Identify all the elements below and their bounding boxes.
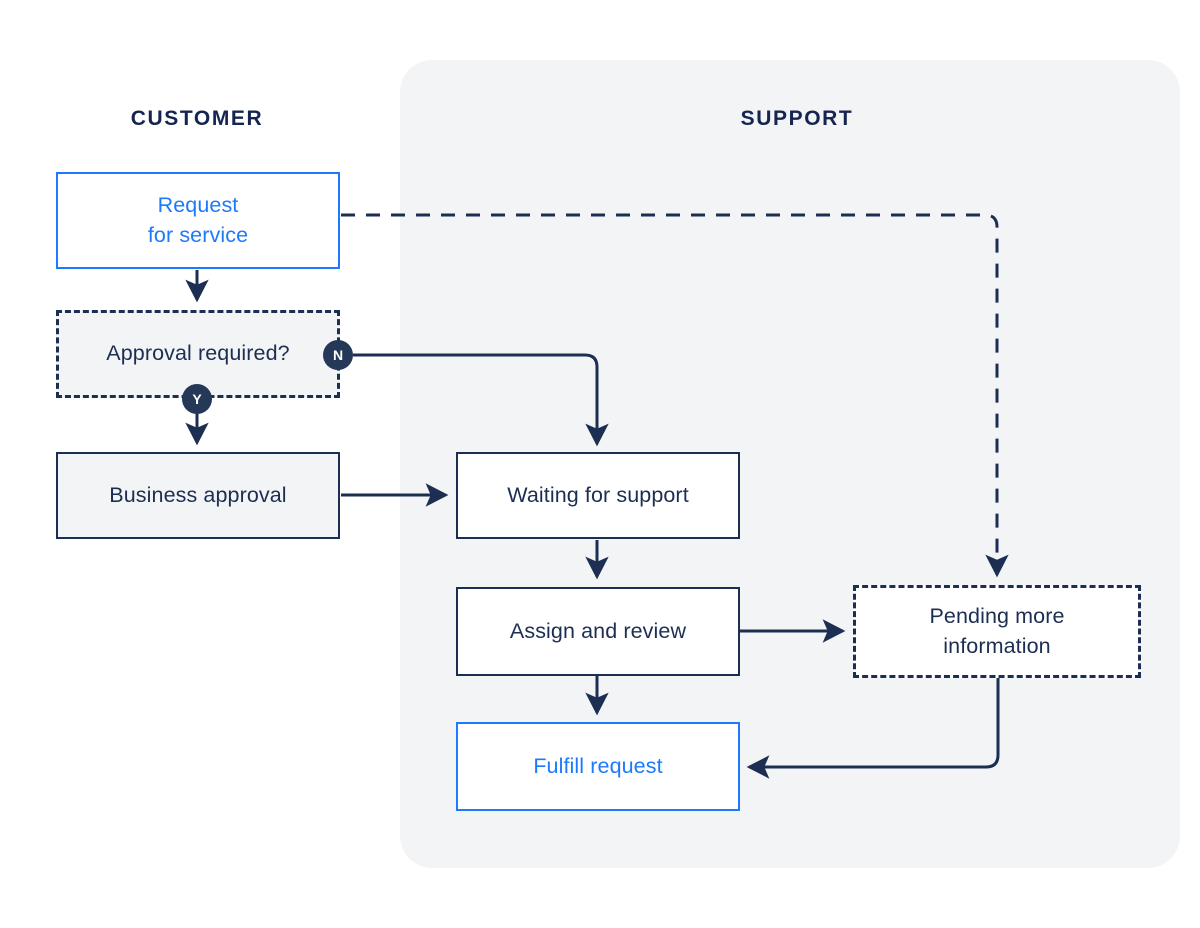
node-pending-more-information-line1: Pending more — [929, 604, 1065, 629]
edge-pending-to-fulfill — [746, 678, 1000, 779]
node-pending-more-information-line2: information — [943, 633, 1051, 658]
node-waiting-for-support[interactable]: Waiting for support — [456, 452, 740, 539]
node-business-approval[interactable]: Business approval — [56, 452, 340, 539]
node-assign-and-review[interactable]: Assign and review — [456, 587, 740, 676]
badge-decision-no: N — [323, 340, 353, 370]
node-approval-required-label: Approval required? — [106, 341, 290, 366]
node-request-for-service[interactable]: Request for service — [56, 172, 340, 269]
edge-request-to-pending — [341, 213, 1009, 578]
node-assign-and-review-label: Assign and review — [509, 618, 687, 643]
node-fulfill-request[interactable]: Fulfill request — [456, 722, 740, 811]
node-fulfill-request-label: Fulfill request — [533, 753, 663, 778]
lane-title-support: SUPPORT — [740, 107, 854, 130]
node-waiting-for-support-label: Waiting for support — [507, 482, 689, 507]
edge-approval-no-to-waiting — [353, 353, 609, 447]
node-pending-more-information[interactable]: Pending more information — [853, 585, 1141, 678]
node-request-for-service-line2: for service — [147, 222, 249, 247]
badge-decision-yes: Y — [182, 384, 212, 414]
lane-title-customer: CUSTOMER — [130, 107, 264, 130]
node-business-approval-label: Business approval — [109, 482, 287, 507]
node-request-for-service-line1: Request — [157, 193, 239, 218]
